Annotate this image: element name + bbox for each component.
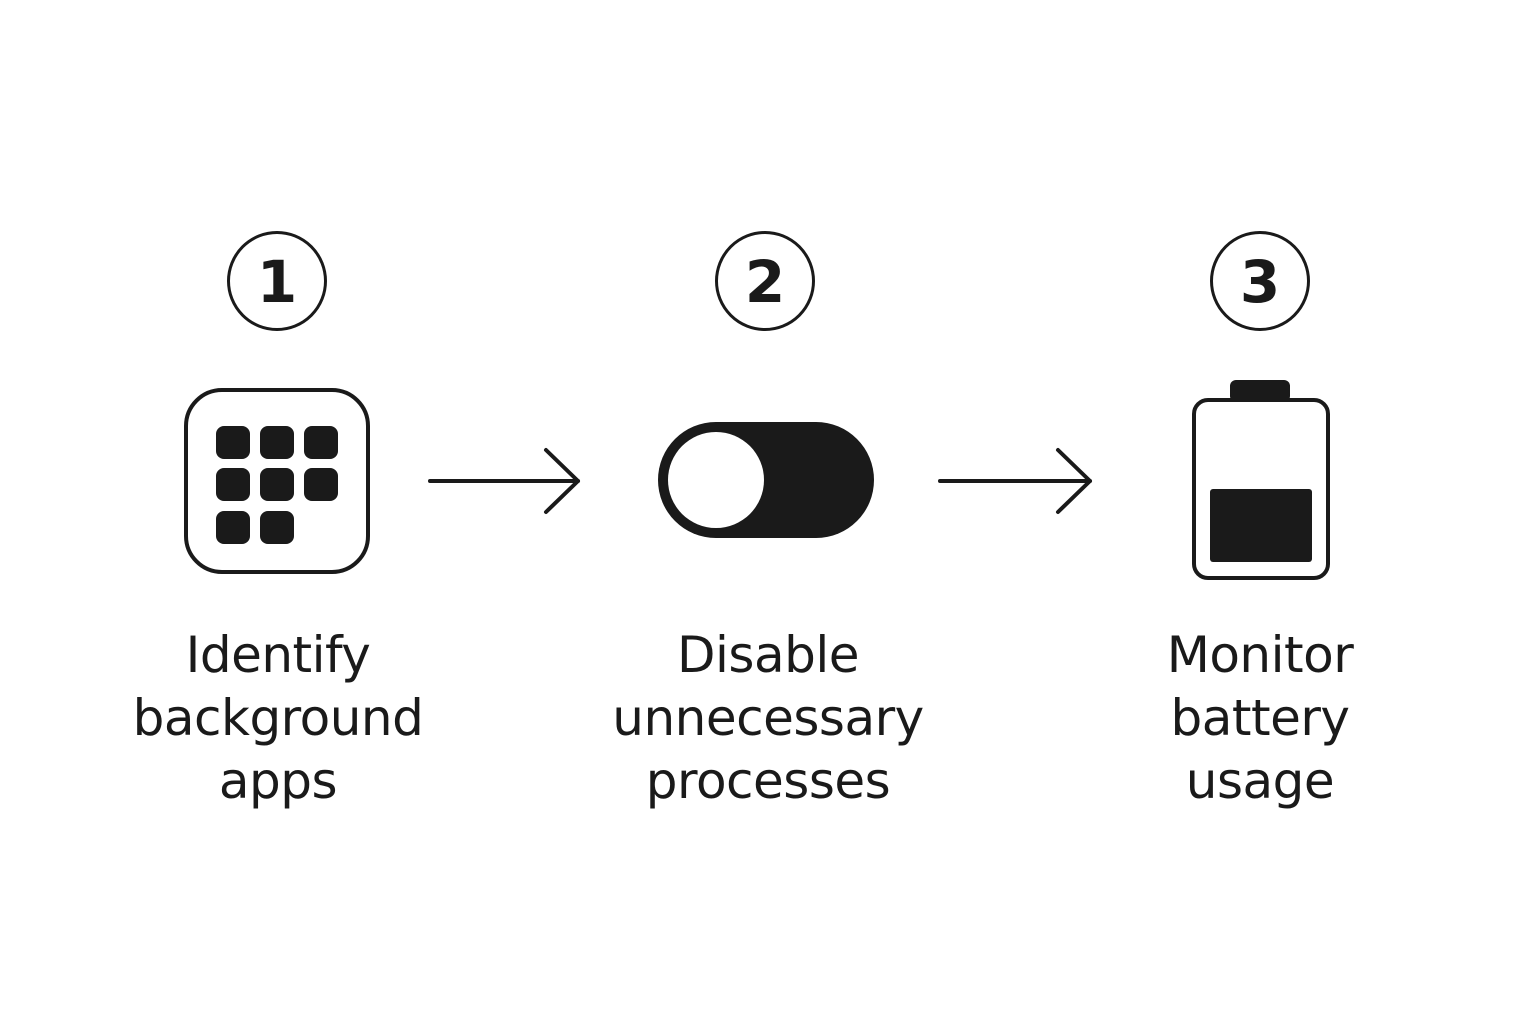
step-1-number: 1 <box>256 248 298 316</box>
step-1-label: Identify background apps <box>88 624 468 813</box>
step-3-label-line-2: battery <box>1170 689 1351 747</box>
step-1-label-line-3: apps <box>218 752 338 810</box>
step-2-number-badge: 2 <box>715 231 815 331</box>
step-2-label-line-2: unnecessary <box>612 689 924 747</box>
step-3-label: Monitor battery usage <box>1070 624 1450 813</box>
app-grid-icon <box>184 388 370 574</box>
step-1-label-line-1: Identify <box>185 626 371 684</box>
toggle-switch-icon <box>658 422 874 538</box>
arrow-right-icon <box>938 448 1092 514</box>
step-1-label-line-2: background <box>132 689 424 747</box>
battery-icon <box>1192 380 1330 580</box>
step-1-number-badge: 1 <box>227 231 327 331</box>
step-2-label: Disable unnecessary processes <box>578 624 958 813</box>
battery-level-fill <box>1210 489 1312 562</box>
step-2-label-line-1: Disable <box>677 626 859 684</box>
step-3-number-badge: 3 <box>1210 231 1310 331</box>
step-3-label-line-1: Monitor <box>1166 626 1354 684</box>
step-3-label-line-3: usage <box>1185 752 1335 810</box>
step-2-number: 2 <box>744 248 786 316</box>
arrow-right-icon <box>428 448 580 514</box>
step-2-label-line-3: processes <box>645 752 891 810</box>
step-3-number: 3 <box>1239 248 1281 316</box>
